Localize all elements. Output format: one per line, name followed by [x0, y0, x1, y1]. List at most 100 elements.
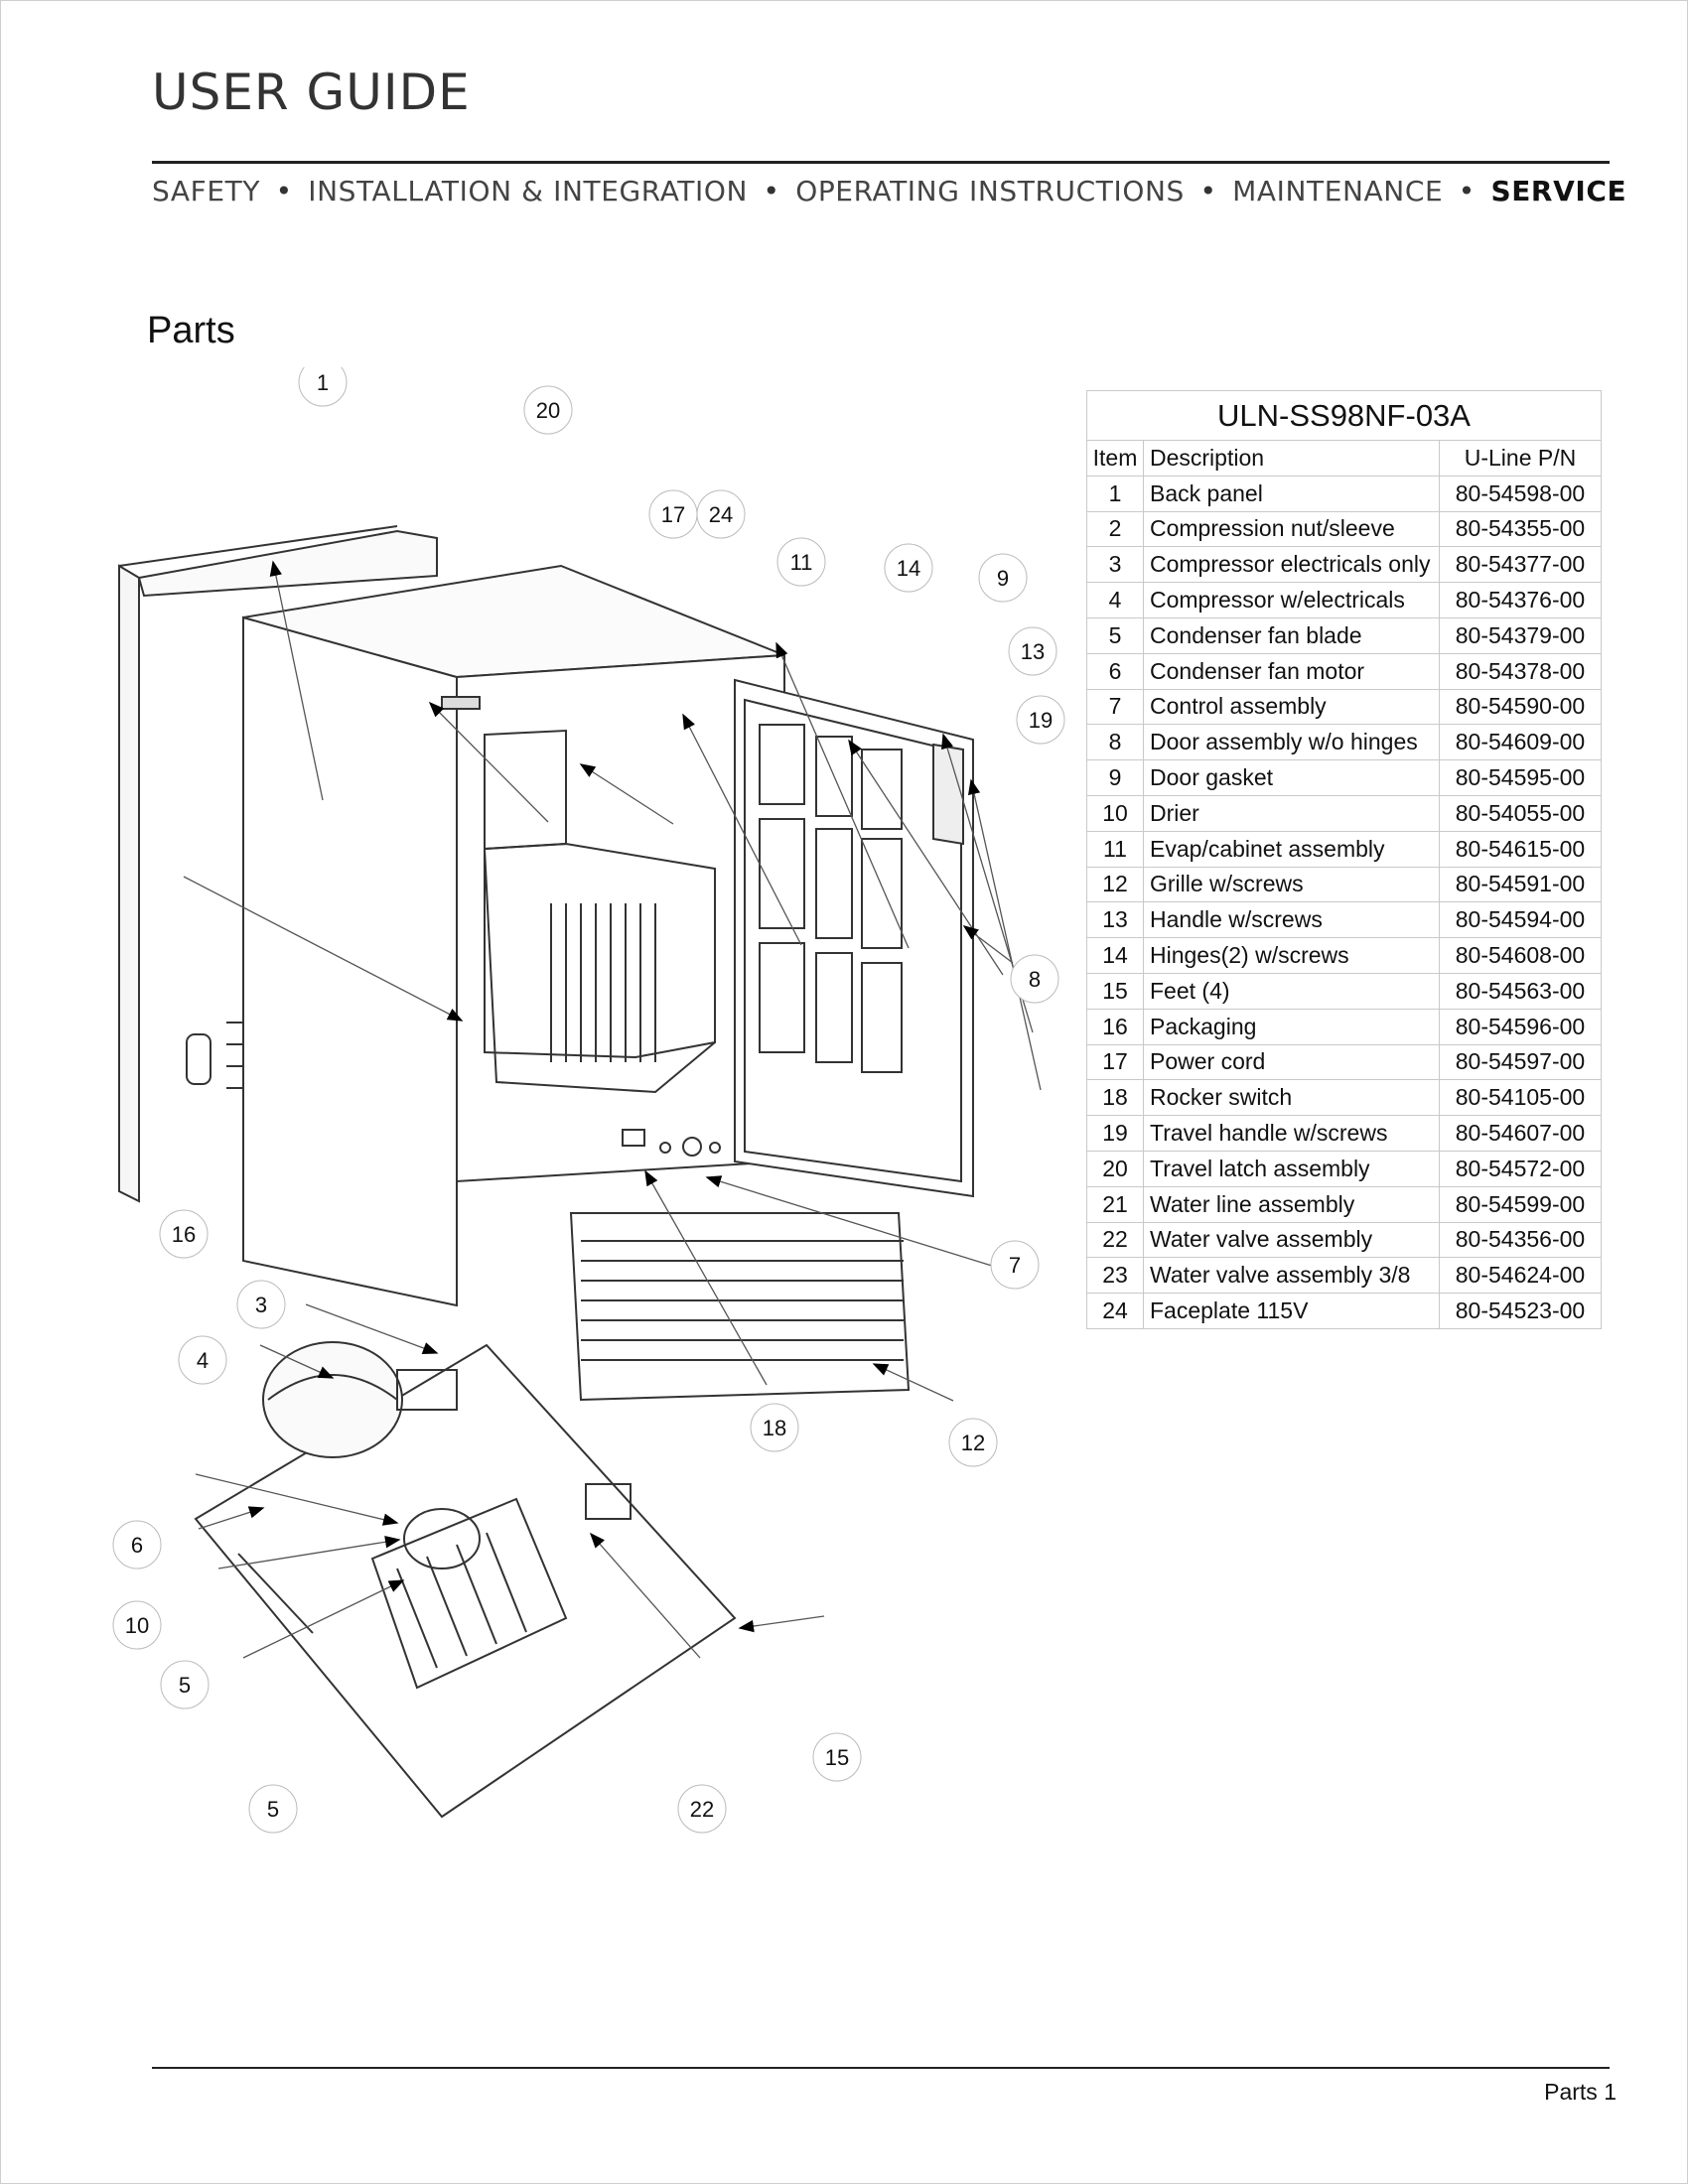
item-number: 17 [1086, 1043, 1144, 1081]
part-number: 80-54355-00 [1439, 510, 1602, 548]
nav-item-installation[interactable]: INSTALLATION & INTEGRATION [308, 175, 749, 207]
section-nav: SAFETY • INSTALLATION & INTEGRATION • OP… [152, 175, 1626, 207]
callout-12: 12 [948, 1418, 998, 1467]
part-number: 80-54597-00 [1439, 1043, 1602, 1081]
part-number: 80-54599-00 [1439, 1185, 1602, 1223]
callout-5b: 5 [248, 1784, 298, 1834]
part-description: Compressor electricals only [1143, 546, 1440, 584]
part-description: Power cord [1143, 1043, 1440, 1081]
item-number: 13 [1086, 901, 1144, 939]
nav-separator: • [1199, 175, 1217, 207]
nav-item-service[interactable]: SERVICE [1490, 175, 1627, 207]
item-number: 4 [1086, 582, 1144, 618]
parts-diagram: 1 20 17 24 11 14 9 13 19 8 16 7 3 4 18 1… [112, 367, 1065, 1834]
part-description: Travel handle w/screws [1143, 1115, 1440, 1152]
part-description: Back panel [1143, 475, 1440, 512]
callout-6: 6 [112, 1520, 162, 1570]
part-number: 80-54608-00 [1439, 937, 1602, 974]
part-description: Feet (4) [1143, 972, 1440, 1010]
callout-4: 4 [178, 1335, 227, 1385]
part-number: 80-54356-00 [1439, 1221, 1602, 1259]
part-description: Water line assembly [1143, 1185, 1440, 1223]
nav-item-operating[interactable]: OPERATING INSTRUCTIONS [795, 175, 1185, 207]
callout-14: 14 [884, 543, 933, 593]
callout-1: 1 [298, 367, 348, 407]
svg-text:14: 14 [897, 556, 920, 581]
svg-text:5: 5 [267, 1797, 279, 1822]
document-title: USER GUIDE [152, 64, 471, 121]
svg-text:24: 24 [709, 502, 733, 527]
item-number: 23 [1086, 1257, 1144, 1295]
svg-text:17: 17 [661, 502, 685, 527]
item-number: 9 [1086, 759, 1144, 796]
item-number: 18 [1086, 1079, 1144, 1117]
item-number: 15 [1086, 972, 1144, 1010]
part-description: Hinges(2) w/screws [1143, 937, 1440, 974]
part-description: Water valve assembly 3/8 [1143, 1257, 1440, 1295]
part-description: Compressor w/electricals [1143, 582, 1440, 618]
item-number: 12 [1086, 866, 1144, 903]
nav-item-safety[interactable]: SAFETY [152, 175, 261, 207]
callout-3: 3 [236, 1280, 286, 1329]
part-number: 80-54609-00 [1439, 724, 1602, 761]
part-description: Packaging [1143, 1008, 1440, 1045]
part-number: 80-54607-00 [1439, 1115, 1602, 1152]
door-drawing [734, 678, 974, 1198]
part-description: Compression nut/sleeve [1143, 510, 1440, 548]
part-description: Faceplate 115V [1143, 1293, 1440, 1329]
part-description: Travel latch assembly [1143, 1150, 1440, 1187]
item-number: 8 [1086, 724, 1144, 761]
item-number: 6 [1086, 652, 1144, 690]
part-number: 80-54376-00 [1439, 582, 1602, 618]
part-description: Control assembly [1143, 688, 1440, 726]
nav-item-maintenance[interactable]: MAINTENANCE [1232, 175, 1444, 207]
part-number: 80-54615-00 [1439, 830, 1602, 868]
callout-9: 9 [978, 553, 1028, 603]
model-number: ULN-SS98NF-03A [1086, 390, 1602, 441]
part-number: 80-54563-00 [1439, 972, 1602, 1010]
item-number: 7 [1086, 688, 1144, 726]
part-description: Drier [1143, 794, 1440, 832]
part-description: Rocker switch [1143, 1079, 1440, 1117]
col-header-description: Description [1143, 440, 1440, 477]
callout-11: 11 [776, 537, 826, 587]
callout-8: 8 [1010, 954, 1059, 1004]
svg-text:4: 4 [197, 1348, 209, 1373]
col-header-item: Item [1086, 440, 1144, 477]
callout-5a: 5 [160, 1660, 210, 1709]
svg-text:8: 8 [1029, 967, 1041, 992]
item-number: 11 [1086, 830, 1144, 868]
part-number: 80-54523-00 [1439, 1293, 1602, 1329]
item-number: 3 [1086, 546, 1144, 584]
part-number: 80-54055-00 [1439, 794, 1602, 832]
part-description: Condenser fan motor [1143, 652, 1440, 690]
callout-20: 20 [523, 385, 573, 435]
part-description: Water valve assembly [1143, 1221, 1440, 1259]
nav-separator: • [275, 175, 293, 207]
part-number: 80-54595-00 [1439, 759, 1602, 796]
svg-text:18: 18 [763, 1416, 786, 1440]
part-number: 80-54379-00 [1439, 616, 1602, 654]
nav-separator: • [1458, 175, 1476, 207]
parts-table: ULN-SS98NF-03A Item Description U-Line P… [1086, 390, 1602, 1329]
item-number: 2 [1086, 510, 1144, 548]
item-number: 1 [1086, 475, 1144, 512]
footer-rule [152, 2067, 1610, 2069]
item-number: 19 [1086, 1115, 1144, 1152]
callout-15: 15 [812, 1732, 862, 1782]
part-number: 80-54590-00 [1439, 688, 1602, 726]
part-number: 80-54598-00 [1439, 475, 1602, 512]
